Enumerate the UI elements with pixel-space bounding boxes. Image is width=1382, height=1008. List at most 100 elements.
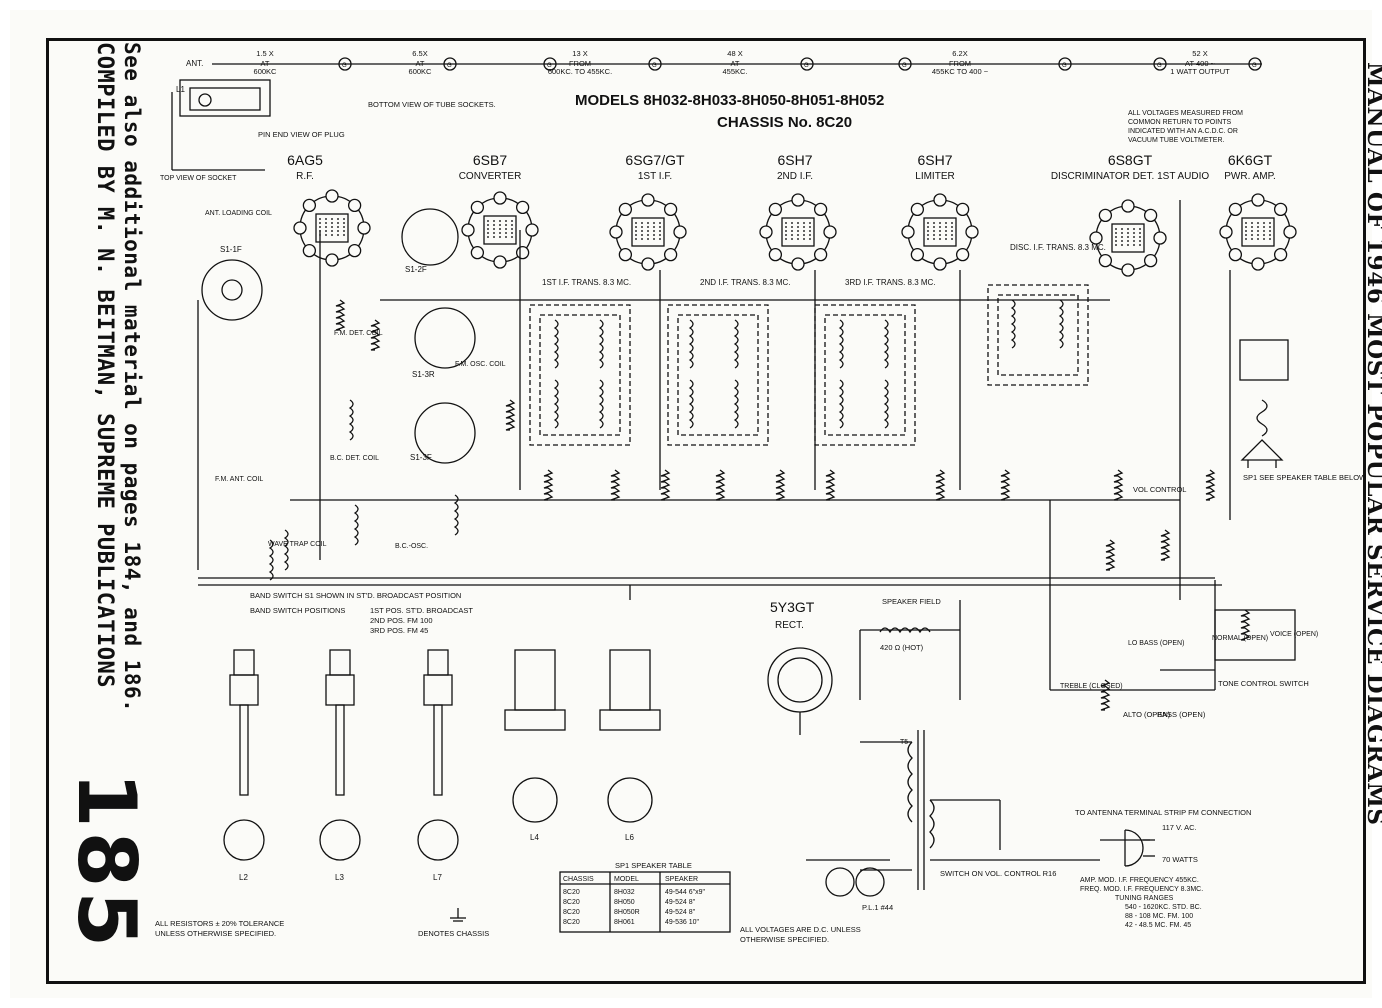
coil-winding	[283, 529, 289, 571]
speaker-table-cell: 8C20	[563, 909, 580, 916]
coil-winding	[1058, 299, 1064, 349]
coil-form-bottom	[417, 819, 459, 861]
tone-control-label: TONE CONTROL SWITCH	[1218, 679, 1309, 688]
tube-type: 6AG5	[287, 152, 323, 168]
top-view-socket-label: TOP VIEW OF SOCKET	[160, 175, 237, 182]
tube-pin	[302, 243, 317, 258]
main-wiring	[197, 200, 1231, 700]
tube-element	[483, 215, 517, 245]
wave-trap-label: WAVE TRAP COIL	[268, 541, 327, 548]
gain-test-point	[898, 57, 912, 71]
gain-frequency-label: 1 WATT OUTPUT	[1170, 67, 1230, 76]
coil-winding	[348, 399, 354, 441]
resistor	[715, 469, 726, 501]
coil-form-bottom	[223, 819, 265, 861]
resistor-note-line: UNLESS OTHERWISE SPECIFIED.	[155, 929, 276, 938]
tube-element	[1111, 223, 1145, 253]
rect-function: RECT.	[775, 620, 804, 631]
coil-form-tube	[335, 704, 345, 796]
gain-frequency-label: 455KC.	[722, 67, 747, 76]
resistor	[1240, 609, 1251, 641]
coil-form-label: L7	[433, 873, 442, 882]
tube-type: 6SH7	[917, 152, 952, 168]
tube-function: LIMITER	[915, 171, 954, 182]
speaker-table-cell: 8H050	[614, 899, 635, 906]
can-coil-base	[599, 709, 661, 731]
can-coil-bottom	[512, 777, 558, 823]
coil-winding	[733, 319, 739, 369]
tube-pin	[910, 202, 925, 217]
tube-function: DISCRIMINATOR DET. 1ST AUDIO	[1051, 171, 1210, 182]
gain-value: 48 X	[727, 49, 742, 58]
coil-form-label: L3	[335, 873, 344, 882]
tube-pin	[347, 198, 362, 213]
speaker-table-cell: 49-536 10"	[665, 919, 700, 926]
speaker-table-cell: 49-524 8"	[665, 909, 696, 916]
to-antenna-label: TO ANTENNA TERMINAL STRIP FM CONNECTION	[1075, 808, 1251, 817]
speaker-table-cell: 8C20	[563, 899, 580, 906]
coil-form-cap	[427, 649, 449, 676]
if-transformer-inner	[677, 314, 759, 436]
if-transformer-inner	[539, 314, 621, 436]
svg-text:T5: T5	[900, 739, 908, 746]
pilot-lamp-label: P.L.1 #44	[862, 903, 893, 912]
coil-winding	[553, 319, 559, 369]
dc-note-line: OTHERWISE SPECIFIED.	[740, 935, 829, 944]
if-transformer-can	[667, 304, 769, 446]
antenna-loop: L1	[171, 79, 271, 171]
coil-winding	[688, 319, 694, 369]
speaker-table-cell: 49-524 8"	[665, 899, 696, 906]
speaker-table-header: SPEAKER	[665, 876, 698, 883]
svg-text:G: G	[652, 63, 657, 69]
svg-text:G: G	[1252, 63, 1257, 69]
fm-det-coil-label: F.M. DET. COIL	[334, 330, 383, 337]
tube-pin	[933, 193, 947, 207]
coil-form-base	[229, 674, 259, 706]
components	[268, 299, 1251, 711]
svg-text:G: G	[547, 63, 552, 69]
speaker-field-label: SPEAKER FIELD	[882, 597, 941, 606]
svg-text:G: G	[447, 63, 452, 69]
gain-frequency-label: 600KC	[254, 67, 278, 76]
if-transformer-inner	[824, 314, 906, 436]
bass-label: BASS (OPEN)	[1157, 710, 1206, 719]
speaker-table-cell: 8H050R	[614, 909, 640, 916]
speaker-table-cell: 8C20	[563, 919, 580, 926]
gain-value: 6.2X	[952, 49, 967, 58]
dc-note-line: ALL VOLTAGES ARE D.C. UNLESS	[740, 925, 861, 934]
tube-pin	[641, 257, 655, 271]
tube-pin	[759, 225, 773, 239]
gain-test-point	[443, 57, 457, 71]
speaker-table-cell: 8C20	[563, 889, 580, 896]
ant-label: ANT.	[186, 59, 203, 68]
tube-pin	[1251, 257, 1265, 271]
tube-element	[923, 217, 957, 247]
treble-label: TREBLE (CLOSED)	[1060, 683, 1123, 690]
tube-pin	[1273, 202, 1288, 217]
tube-type: 6SH7	[777, 152, 812, 168]
can-coil-bottom	[607, 777, 653, 823]
tube-pin	[493, 191, 507, 205]
tube-pin	[1143, 208, 1158, 223]
gain-point-label: AT	[260, 59, 269, 68]
voltage-note-line: VACUUM TUBE VOLTMETER.	[1128, 137, 1225, 144]
gain-frequency-label: 455KC TO 400 ~	[932, 67, 989, 76]
resistor	[505, 399, 516, 431]
chassis-symbol	[450, 908, 466, 922]
tube-pin	[1283, 225, 1297, 239]
tube-pin	[618, 247, 633, 262]
power-transformer-t5: T5	[860, 730, 1150, 890]
tube-pin	[493, 255, 507, 269]
resistor	[825, 469, 836, 501]
coil-winding	[598, 319, 604, 369]
tube-function: PWR. AMP.	[1224, 171, 1276, 182]
gain-test-point	[543, 57, 557, 71]
band-position: 3RD POS. FM 45	[370, 626, 428, 635]
bc-osc-label: B.C.-OSC.	[395, 543, 428, 550]
